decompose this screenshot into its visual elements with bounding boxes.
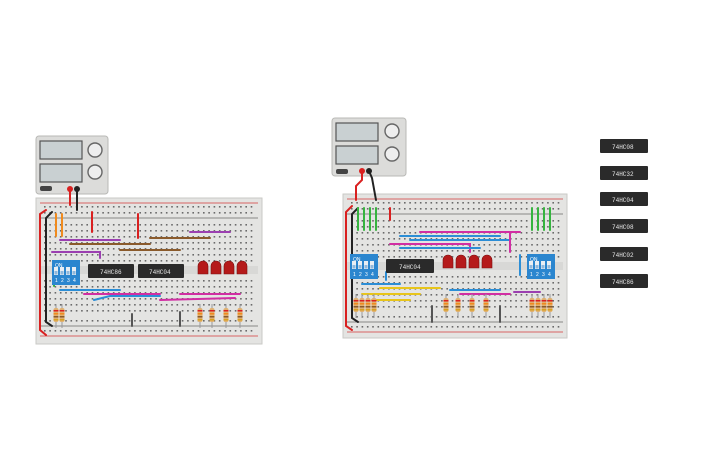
resistor bbox=[535, 294, 541, 318]
circuit-1[interactable]: ON 1 2 3 4 74HC86 74HC04 bbox=[35, 135, 263, 345]
power-supply-2[interactable] bbox=[331, 117, 407, 177]
dip-number-2: 2 bbox=[61, 278, 64, 284]
wires-1 bbox=[39, 188, 241, 336]
chip-label: 74HC32 bbox=[612, 171, 634, 178]
resistor bbox=[209, 304, 215, 328]
led-group-2[interactable] bbox=[442, 254, 493, 269]
resistor-group-1 bbox=[53, 304, 243, 328]
led[interactable] bbox=[455, 254, 467, 269]
chip-label: 74HC08 bbox=[612, 144, 634, 151]
dip-number-2: 2 bbox=[536, 272, 539, 278]
resistor bbox=[371, 294, 377, 318]
dip-number-1: 1 bbox=[55, 278, 58, 284]
led[interactable] bbox=[481, 254, 493, 269]
dip-switch-2b[interactable]: ON 1 2 3 4 bbox=[527, 254, 555, 279]
power-supply-1[interactable] bbox=[35, 135, 109, 195]
resistor bbox=[237, 304, 243, 328]
chip-label: 74HC08 bbox=[612, 224, 634, 231]
resistor bbox=[359, 294, 365, 318]
dip-number-1: 1 bbox=[353, 272, 356, 278]
dip-on-label: ON bbox=[353, 257, 361, 263]
resistor bbox=[223, 304, 229, 328]
led[interactable] bbox=[223, 260, 235, 275]
resistor-group-2 bbox=[353, 294, 553, 318]
dip-number-4: 4 bbox=[548, 272, 551, 278]
led-group-1[interactable] bbox=[197, 260, 248, 275]
chip-label: 74HC86 bbox=[100, 269, 122, 276]
chip-label: 74HC86 bbox=[612, 279, 634, 286]
dip-number-3: 3 bbox=[365, 272, 368, 278]
resistor bbox=[53, 304, 59, 328]
dip-number-1: 1 bbox=[530, 272, 533, 278]
dip-on-label: ON bbox=[55, 263, 63, 269]
bin-chip-2[interactable]: 74HC32 bbox=[600, 166, 648, 180]
resistor bbox=[353, 294, 359, 318]
dip-on-label: ON bbox=[530, 257, 538, 263]
chip-label: 74HC04 bbox=[399, 264, 421, 271]
led[interactable] bbox=[442, 254, 454, 269]
chip-label: 74HC02 bbox=[612, 252, 634, 259]
led[interactable] bbox=[468, 254, 480, 269]
chip-label: 74HC04 bbox=[149, 269, 171, 276]
chip-label: 74HC04 bbox=[612, 197, 634, 204]
led[interactable] bbox=[210, 260, 222, 275]
resistor bbox=[443, 294, 449, 318]
resistor bbox=[483, 294, 489, 318]
resistor bbox=[541, 294, 547, 318]
chip-74hc04-2[interactable]: 74HC04 bbox=[386, 259, 434, 273]
led[interactable] bbox=[197, 260, 209, 275]
resistor bbox=[547, 294, 553, 318]
dip-number-3: 3 bbox=[542, 272, 545, 278]
bin-chip-1[interactable]: 74HC08 bbox=[600, 139, 648, 153]
chip-74hc86-1[interactable]: 74HC86 bbox=[88, 264, 134, 278]
dip-number-2: 2 bbox=[359, 272, 362, 278]
bin-chip-4[interactable]: 74HC08 bbox=[600, 219, 648, 233]
chip-74hc04-1[interactable]: 74HC04 bbox=[138, 264, 184, 278]
bin-chip-6[interactable]: 74HC86 bbox=[600, 274, 648, 288]
circuit-2[interactable]: ON 1 2 3 4 ON 1 2 3 4 74HC04 bbox=[331, 117, 568, 339]
dip-switch-2a[interactable]: ON 1 2 3 4 bbox=[350, 254, 378, 279]
resistor bbox=[197, 304, 203, 328]
resistor bbox=[365, 294, 371, 318]
resistor bbox=[529, 294, 535, 318]
dip-number-4: 4 bbox=[73, 278, 76, 284]
bin-chip-3[interactable]: 74HC04 bbox=[600, 192, 648, 206]
led[interactable] bbox=[236, 260, 248, 275]
dip-number-4: 4 bbox=[371, 272, 374, 278]
resistor bbox=[59, 304, 65, 328]
resistor bbox=[469, 294, 475, 318]
parts-bin[interactable]: 74HC08 74HC32 74HC04 74HC08 74HC02 74HC8… bbox=[600, 139, 648, 288]
dip-number-3: 3 bbox=[67, 278, 70, 284]
resistor bbox=[455, 294, 461, 318]
bin-chip-5[interactable]: 74HC02 bbox=[600, 247, 648, 261]
dip-switch-1[interactable]: ON 1 2 3 4 bbox=[52, 260, 80, 285]
